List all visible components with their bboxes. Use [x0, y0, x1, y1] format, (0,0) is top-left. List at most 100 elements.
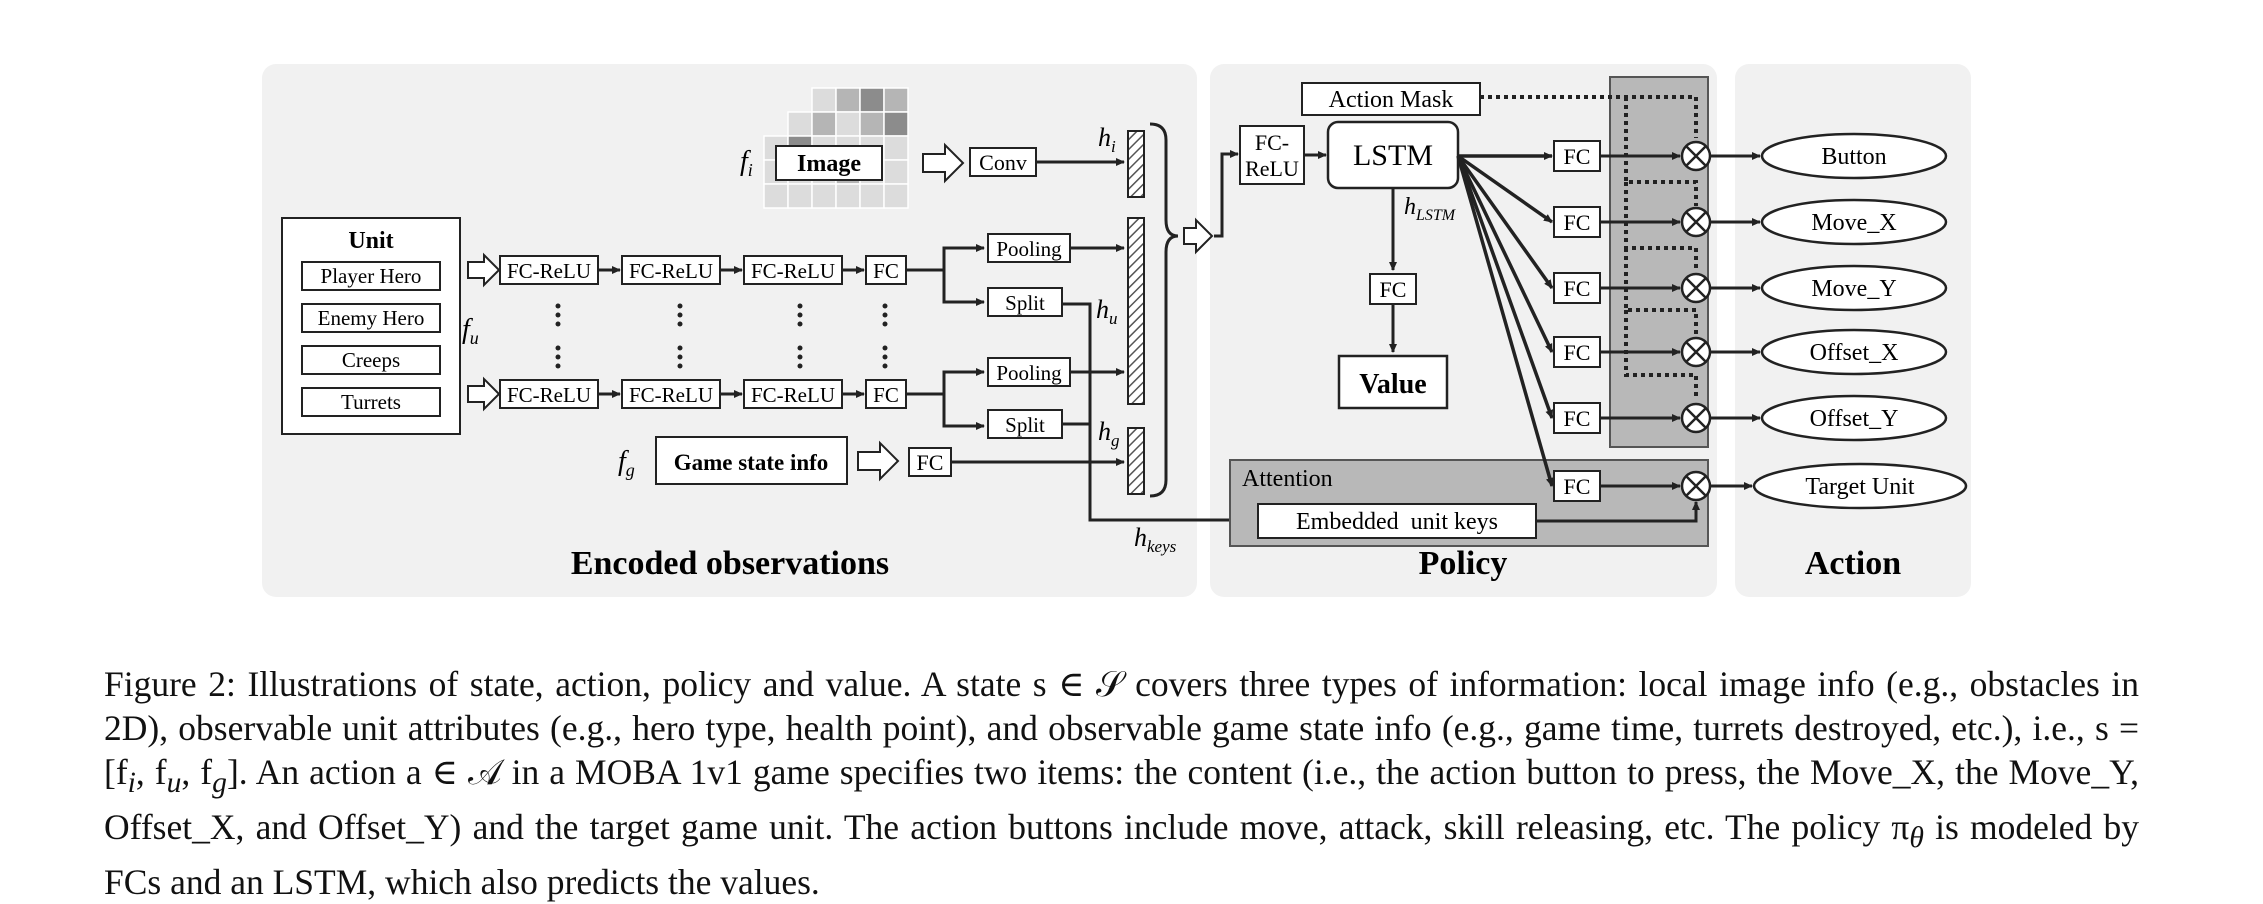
concat-brace: [1149, 122, 1179, 498]
embedded-keys-label: Embedded unit keys: [1296, 509, 1498, 535]
unit-item-label: Player Hero: [321, 264, 422, 288]
fc-relu-label: FC-ReLU: [629, 259, 713, 283]
head-fc-label: FC: [1564, 210, 1591, 235]
fc-relu-box: [743, 379, 843, 409]
fc-to-split-line: [942, 270, 985, 306]
ellipsis-dots: [555, 303, 888, 369]
attention-label: Attention: [1242, 466, 1333, 492]
keys-to-multiply-line: [1536, 501, 1700, 523]
value-box: [1337, 354, 1449, 410]
value-fc-label: FC: [1380, 277, 1407, 302]
fc-relu-label: FC-ReLU: [629, 383, 713, 407]
hg-vector: [1127, 427, 1145, 495]
head-fc-box: [1553, 140, 1601, 172]
fc-relu-box: [499, 379, 599, 409]
encoded-panel-title: Encoded observations: [571, 545, 889, 582]
unit-hollow-arrow: [467, 252, 501, 288]
head-fc-box: [1553, 206, 1601, 238]
output-ellipse: [1752, 462, 1968, 510]
fu-label: fu: [462, 314, 479, 348]
fc-relu-policy-label-1: FC-: [1255, 130, 1289, 155]
hg-label: hg: [1098, 417, 1120, 450]
unit-hollow-arrow: [467, 376, 501, 412]
architecture-diagram: Encoded observations Policy Action Image…: [262, 64, 1971, 597]
output-label: Move_Y: [1811, 276, 1896, 302]
image-to-conv-arrow: [922, 142, 965, 184]
head-fc-label: FC: [1564, 144, 1591, 169]
pooling-label: Pooling: [996, 361, 1062, 385]
multiply-cross-icon: [1685, 277, 1707, 299]
output-label: Target Unit: [1805, 474, 1915, 500]
output-label: Offset_X: [1810, 340, 1899, 366]
fc-relu-box: [499, 255, 599, 285]
fi-label: fi: [740, 146, 753, 180]
fc-relu-box: [621, 255, 721, 285]
output-ellipse: [1760, 394, 1948, 442]
game-state-hollow-arrow: [857, 440, 900, 482]
concat-hollow-arrow: [1183, 217, 1214, 255]
pooling-label: Pooling: [996, 237, 1062, 261]
lstm-label: LSTM: [1353, 139, 1433, 172]
game-state-fc-label: FC: [917, 450, 944, 475]
fc-to-split-line: [942, 394, 985, 430]
multiply-cross-icon: [1685, 407, 1707, 429]
fg-label: fg: [618, 446, 635, 480]
policy-panel-title: Policy: [1419, 545, 1508, 582]
unit-item-label: Enemy Hero: [318, 306, 425, 330]
multiply-cross-icon: [1685, 341, 1707, 363]
fc-relu-label: FC-ReLU: [507, 259, 591, 283]
lstm-to-head-line: [1456, 155, 1554, 353]
action-mask-label: Action Mask: [1329, 87, 1454, 113]
output-ellipse: [1760, 132, 1948, 180]
multiply-cross-icon: [1685, 475, 1707, 497]
hu-vector: [1127, 217, 1145, 405]
head-fc-label: FC: [1564, 276, 1591, 301]
fc-relu-label: FC-ReLU: [751, 259, 835, 283]
fc-to-pooling-line: [906, 368, 985, 396]
action-panel-title: Action: [1805, 545, 1901, 582]
head-fc-label: FC: [1564, 340, 1591, 365]
hkeys-label: hkeys: [1134, 523, 1177, 556]
image-box: [775, 145, 883, 181]
pooling-box: [987, 233, 1071, 263]
lstm-to-target-line: [1456, 155, 1554, 487]
target-fc-box: [1553, 470, 1601, 502]
lstm-to-head-line: [1456, 155, 1554, 419]
unit-title: Unit: [348, 228, 393, 254]
fc-relu-label: FC-ReLU: [751, 383, 835, 407]
hu-label: hu: [1096, 295, 1118, 328]
value-label: Value: [1359, 369, 1426, 400]
unit-item-box: [301, 303, 441, 333]
unit-item-box: [301, 387, 441, 417]
split-label: Split: [1005, 413, 1045, 437]
multiply-cross-icon: [1685, 145, 1707, 167]
output-ellipse: [1760, 328, 1948, 376]
split-to-keys-line: [1062, 302, 1257, 524]
unit-fc-label: FC: [873, 383, 899, 407]
unit-item-box: [301, 261, 441, 291]
output-label: Button: [1821, 144, 1886, 170]
fc-relu-box: [621, 379, 721, 409]
game-state-box: [655, 436, 848, 485]
unit-fc-box: [865, 255, 907, 285]
head-fc-label: FC: [1564, 406, 1591, 431]
unit-item-label: Creeps: [342, 348, 400, 372]
unit-fc-label: FC: [873, 259, 899, 283]
encoded-panel: [262, 64, 1197, 597]
conv-box: [969, 147, 1037, 177]
fc-to-pooling-line: [906, 244, 985, 272]
conv-label: Conv: [979, 150, 1027, 175]
hi-label: hi: [1098, 123, 1116, 156]
concat-to-fcrelu-line: [1214, 150, 1239, 238]
unit-item-label: Turrets: [341, 390, 401, 414]
image-label: Image: [797, 151, 861, 177]
output-ellipse: [1760, 198, 1948, 246]
fc-relu-label: FC-ReLU: [507, 383, 591, 407]
head-fc-box: [1553, 336, 1601, 368]
game-state-label: Game state info: [674, 450, 829, 475]
value-fc-box: [1369, 273, 1417, 305]
mask-dotted-lines: [1480, 95, 1698, 400]
split-label: Split: [1005, 291, 1045, 315]
embedded-keys-box: [1257, 503, 1537, 539]
figure-caption: Figure 2: Illustrations of state, action…: [104, 664, 2140, 903]
